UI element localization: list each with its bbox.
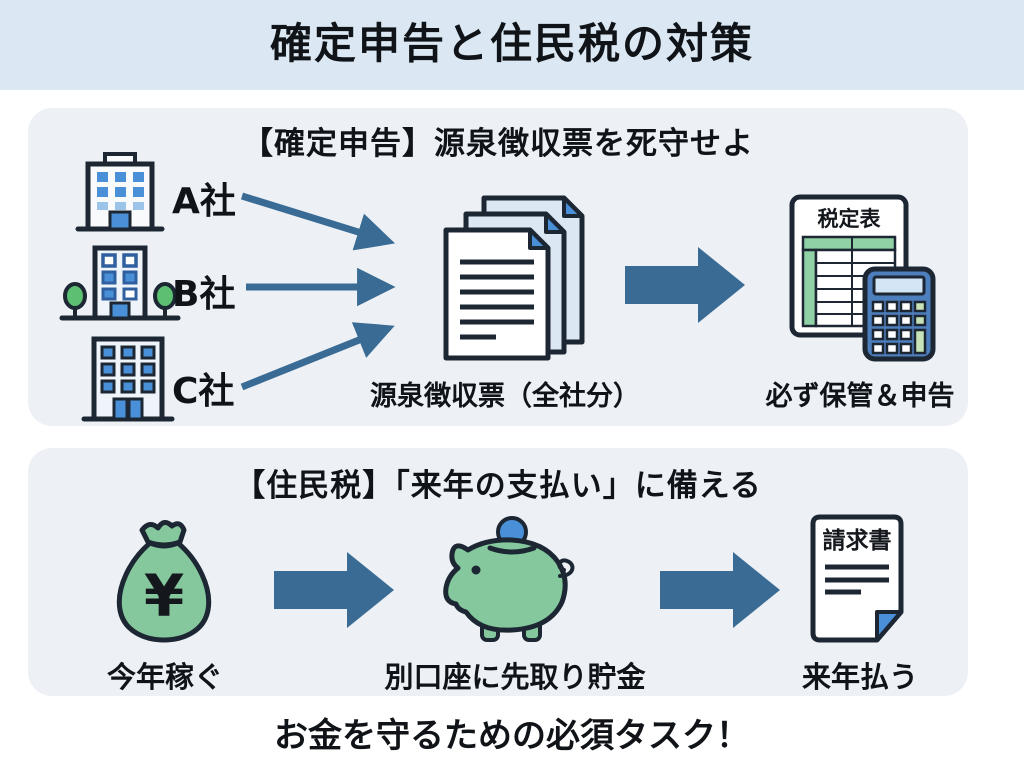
company-a-label: A社	[172, 181, 236, 222]
keep-and-file-caption: 必ず保管＆申告	[765, 381, 955, 412]
title-band: 確定申告と住民税の対策	[0, 0, 1024, 90]
save-in-separate-account-caption: 別口座に先取り貯金	[384, 660, 646, 694]
converging-arrows-icon	[240, 192, 396, 391]
tax-table-title: 税定表	[818, 207, 882, 231]
invoice-title: 請求書	[823, 527, 892, 554]
piggy-bank-icon	[443, 516, 575, 642]
arrow-right-icon	[625, 247, 745, 323]
section2-heading: 【住民税】「来年の支払い」に備える	[234, 468, 762, 504]
arrow-right-icon	[274, 552, 394, 628]
calculator-icon	[862, 266, 936, 362]
yen-symbol: ¥	[144, 562, 184, 630]
arrow-right-icon	[660, 552, 780, 628]
office-building-a-icon	[75, 152, 165, 232]
company-b-label: B社	[172, 274, 236, 315]
withholding-slips-stack-icon	[443, 195, 585, 361]
invoice-icon: 請求書	[810, 514, 904, 643]
documents-caption: 源泉徴収票（全社分）	[370, 381, 640, 412]
office-building-b-icon	[59, 245, 181, 321]
office-building-c-icon	[81, 336, 175, 422]
section1-heading: 【確定申告】源泉徴収票を死守せよ	[242, 126, 754, 162]
company-c-label: C社	[172, 371, 235, 412]
money-bag-icon: ¥	[116, 520, 212, 643]
footer-message: お金を守るための必須タスク！	[274, 716, 750, 756]
page-title: 確定申告と住民税の対策	[269, 19, 754, 68]
earn-this-year-caption: 今年稼ぐ	[106, 660, 223, 694]
pay-next-year-caption: 来年払う	[801, 660, 918, 694]
